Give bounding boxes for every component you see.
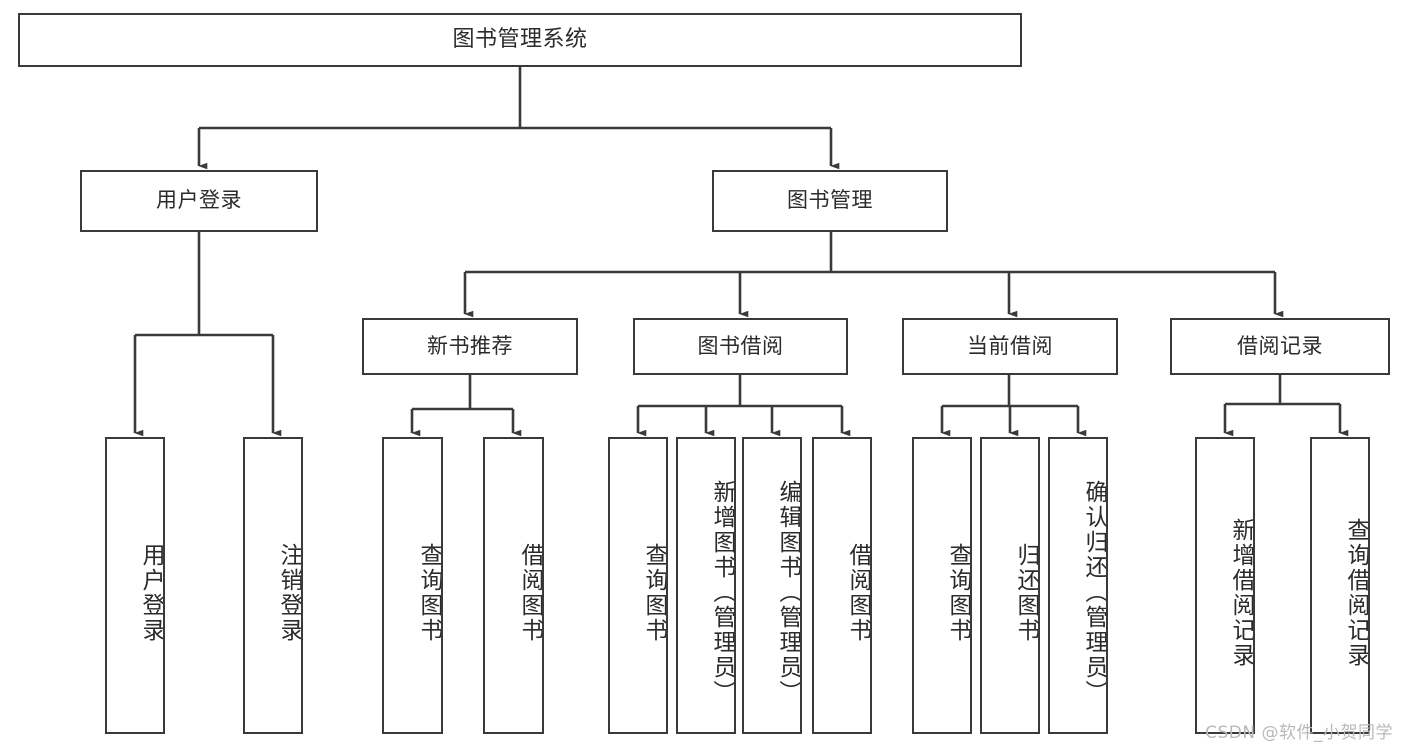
- leaf-add-book-admin[interactable]: 新增图书（管理员）: [676, 437, 736, 734]
- node-label: 编辑图书（管理员）: [775, 480, 801, 705]
- leaf-add-borrowing-record[interactable]: 新增借阅记录: [1195, 437, 1255, 734]
- node-label: 借阅图书: [845, 542, 871, 643]
- node-label: 新增图书（管理员）: [709, 480, 735, 705]
- node-label: 注销登录: [276, 542, 302, 643]
- node-label: 查询图书: [416, 542, 442, 643]
- node-current-borrowing[interactable]: 当前借阅: [902, 318, 1118, 375]
- node-label: 确认归还（管理员）: [1081, 480, 1107, 705]
- node-label: 用户登录: [156, 188, 242, 213]
- leaf-query-borrowing-record[interactable]: 查询借阅记录: [1310, 437, 1370, 734]
- node-borrowing-records[interactable]: 借阅记录: [1170, 318, 1390, 375]
- node-book-management[interactable]: 图书管理: [712, 170, 948, 232]
- node-label: 查询图书: [945, 542, 971, 643]
- node-root-book-management-system[interactable]: 图书管理系统: [18, 13, 1022, 67]
- leaf-user-login[interactable]: 用户登录: [105, 437, 165, 734]
- node-label: 新增借阅记录: [1228, 517, 1254, 668]
- leaf-query-book-current[interactable]: 查询图书: [912, 437, 972, 734]
- node-label: 查询图书: [641, 542, 667, 643]
- node-label: 图书借阅: [697, 333, 784, 358]
- node-label: 归还图书: [1013, 542, 1039, 643]
- node-label: 图书管理: [787, 188, 873, 213]
- leaf-query-book-new-book[interactable]: 查询图书: [382, 437, 443, 734]
- leaf-logout[interactable]: 注销登录: [243, 437, 303, 734]
- leaf-confirm-return-admin[interactable]: 确认归还（管理员）: [1048, 437, 1108, 734]
- node-label: 新书推荐: [427, 333, 513, 358]
- node-label: 用户登录: [138, 542, 164, 643]
- node-label: 借阅记录: [1237, 333, 1323, 358]
- leaf-return-book[interactable]: 归还图书: [980, 437, 1040, 734]
- node-book-borrowing[interactable]: 图书借阅: [633, 318, 848, 375]
- node-label: 查询借阅记录: [1343, 517, 1369, 668]
- leaf-edit-book-admin[interactable]: 编辑图书（管理员）: [742, 437, 802, 734]
- node-label: 当前借阅: [967, 333, 1053, 358]
- leaf-borrow-book-new-book[interactable]: 借阅图书: [483, 437, 544, 734]
- leaf-borrow-book-borrowing[interactable]: 借阅图书: [812, 437, 872, 734]
- node-new-book-recommendation[interactable]: 新书推荐: [362, 318, 578, 375]
- node-label: 图书管理系统: [452, 26, 588, 52]
- leaf-query-book-borrowing[interactable]: 查询图书: [608, 437, 668, 734]
- node-user-login[interactable]: 用户登录: [80, 170, 318, 232]
- node-label: 借阅图书: [517, 542, 543, 643]
